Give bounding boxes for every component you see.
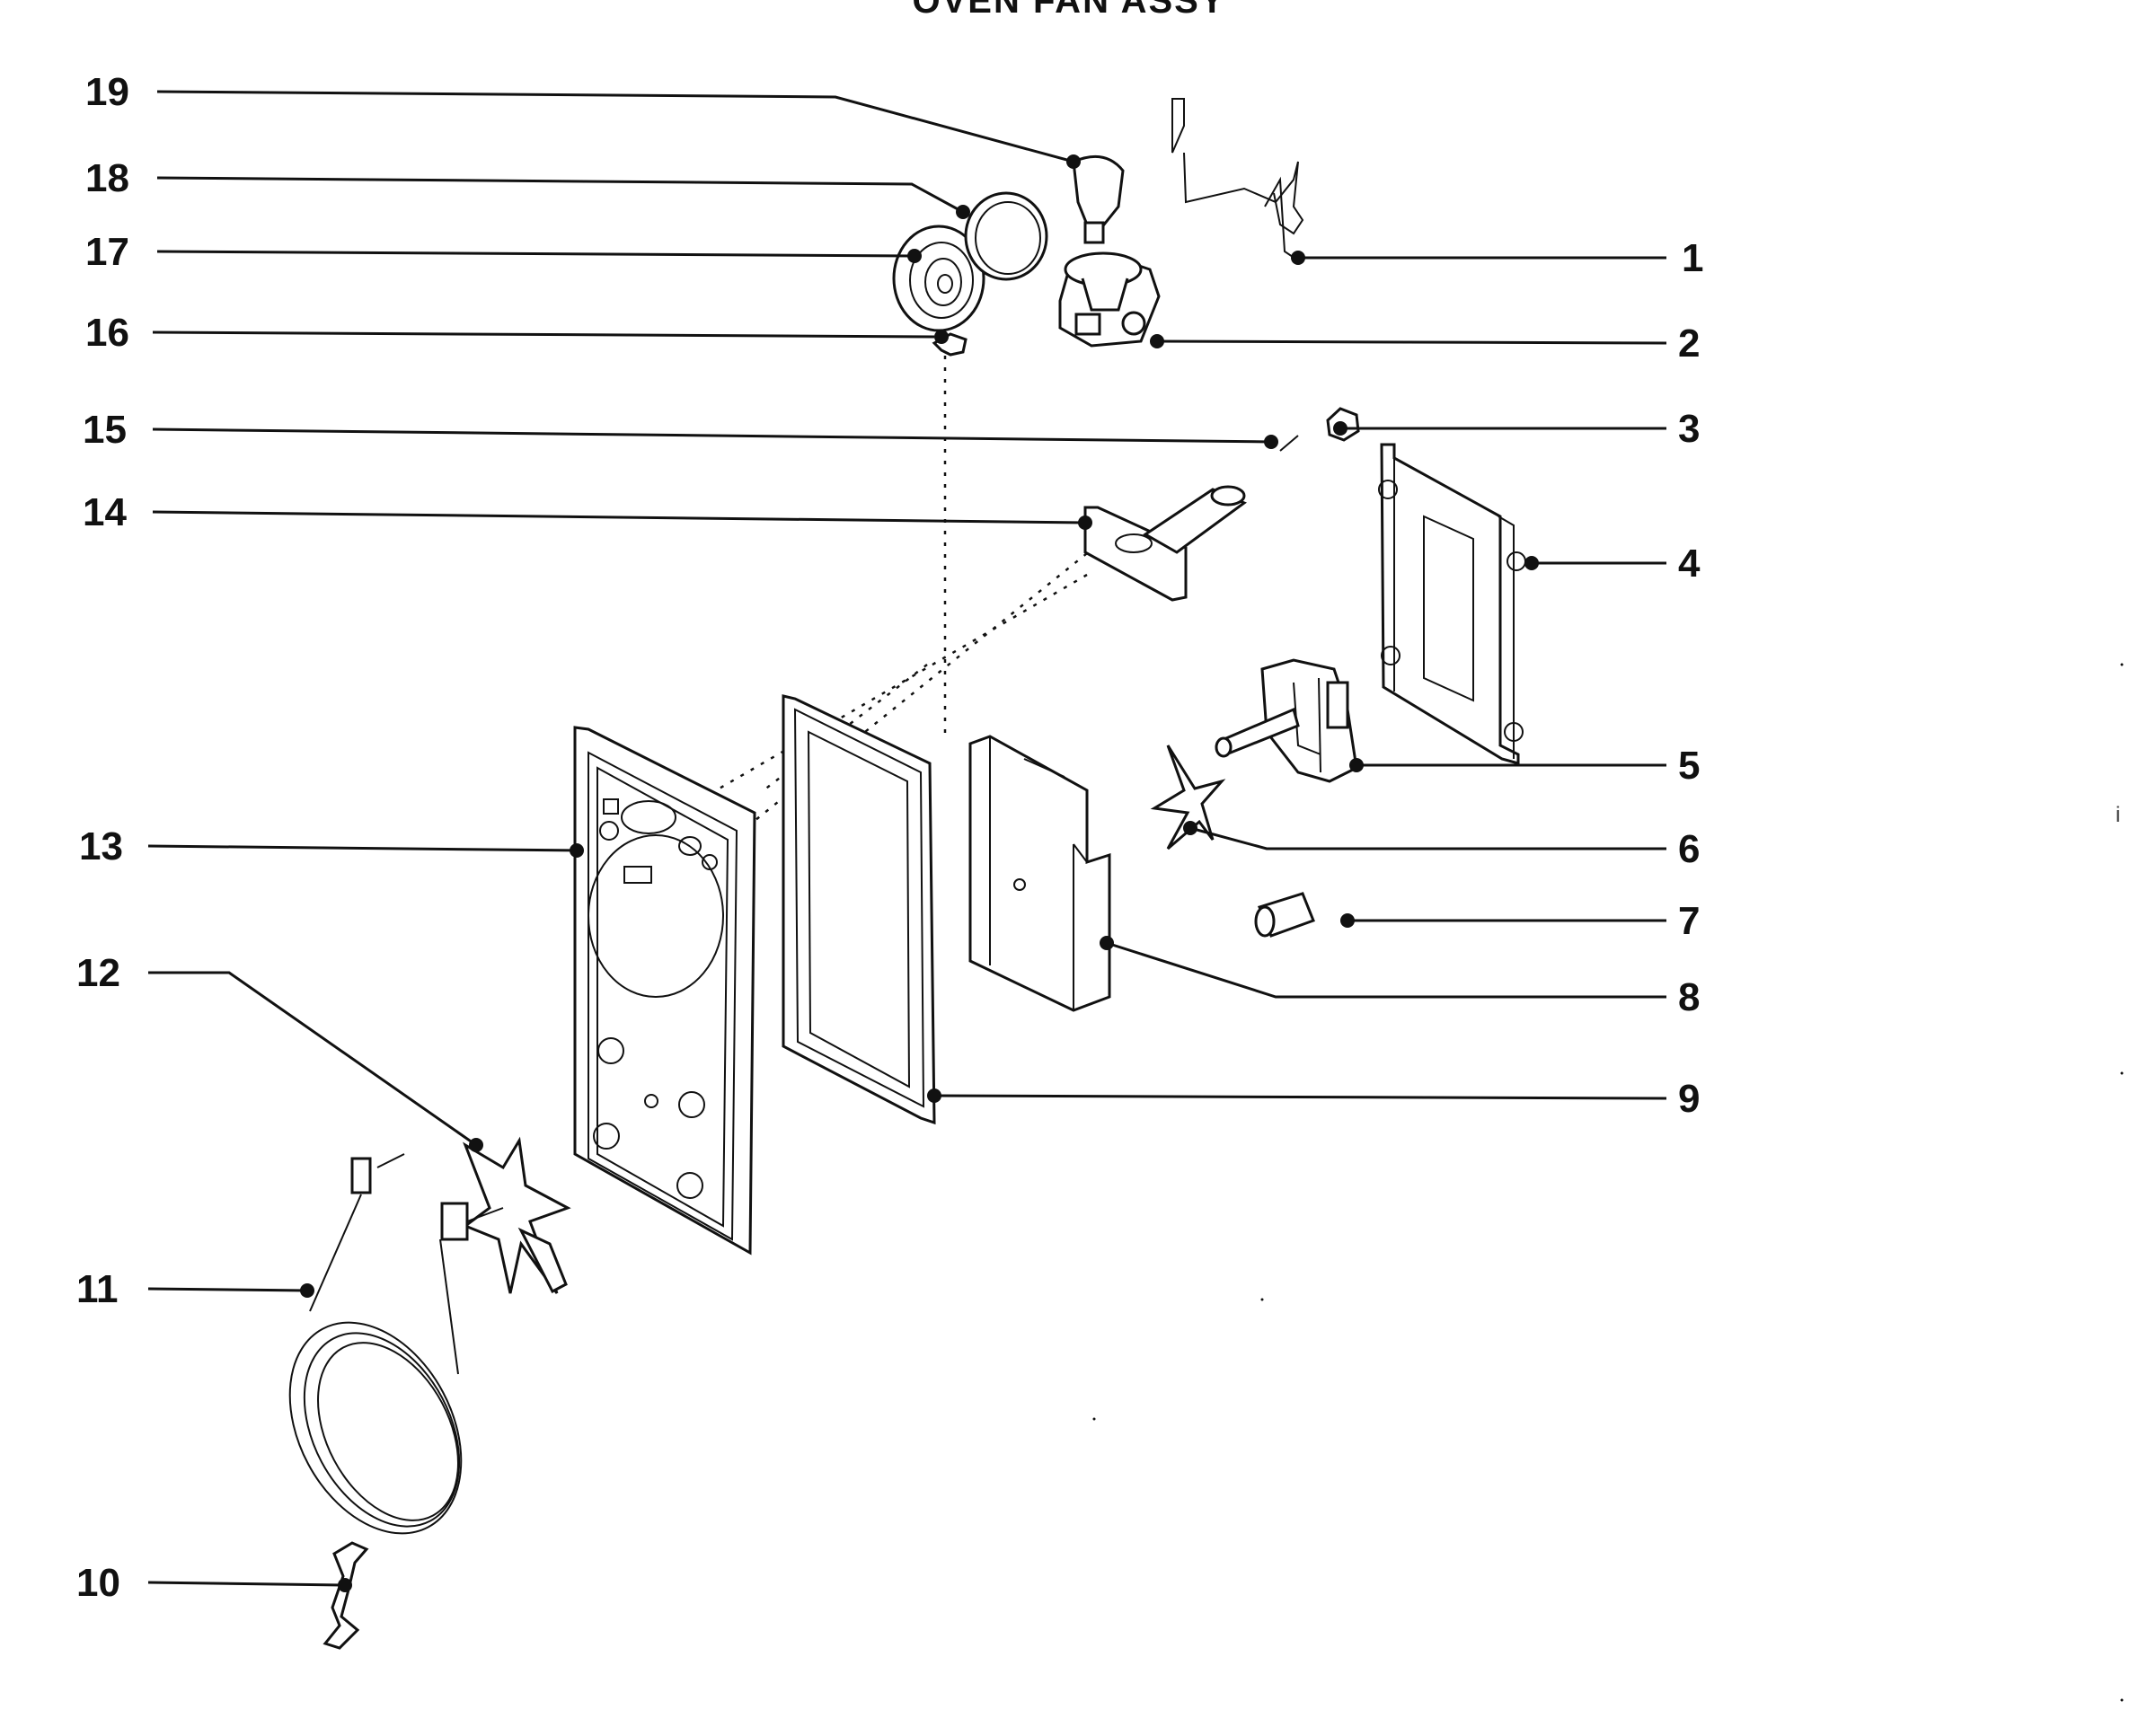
diagram-title: OVEN FAN ASSY [912, 0, 1225, 21]
part-14-bracket-tube [1083, 485, 1248, 602]
callout-labels: 19 18 17 16 15 14 13 12 11 10 1 2 3 4 5 … [76, 70, 1703, 1605]
callout-1: 1 [1682, 236, 1703, 280]
part-13-back-panel [573, 726, 756, 1256]
alignment-lines [700, 332, 1106, 836]
part-19-bulb [1072, 154, 1125, 244]
part-15-pin [1279, 435, 1299, 452]
part-11-heating-element [288, 1153, 463, 1535]
callout-14: 14 [83, 490, 127, 534]
part-4-mounting-plate [1378, 443, 1526, 765]
stray-mark: i [2116, 803, 2120, 827]
part-12-fan-blade [440, 1136, 571, 1294]
callout-5: 5 [1678, 744, 1700, 788]
callout-18: 18 [85, 156, 129, 200]
callout-12: 12 [76, 951, 120, 995]
callout-17: 17 [85, 230, 129, 274]
callout-11: 11 [76, 1267, 119, 1311]
part-1-hinge-bracket [1171, 98, 1304, 261]
callout-7: 7 [1678, 899, 1700, 943]
part-8-cover-box [968, 735, 1111, 1012]
callout-9: 9 [1678, 1077, 1700, 1121]
callout-3: 3 [1678, 407, 1700, 451]
callout-15: 15 [83, 408, 127, 452]
scan-marks: i [1092, 663, 2124, 1702]
callout-6: 6 [1678, 827, 1700, 871]
part-5-fan-motor [1215, 658, 1358, 783]
leader-dots [300, 154, 1539, 1592]
leader-lines [147, 90, 1667, 1587]
part-6-small-fan-blade [1150, 745, 1226, 850]
callout-19: 19 [85, 70, 129, 114]
part-2-lamp-socket [1058, 251, 1161, 348]
callout-8: 8 [1678, 975, 1700, 1019]
part-10-clip [323, 1541, 369, 1650]
callout-13: 13 [79, 824, 123, 868]
callout-16: 16 [85, 311, 129, 355]
callout-10: 10 [76, 1561, 120, 1605]
part-7-capacitor [1254, 892, 1315, 938]
part-9-gasket-frame [782, 694, 936, 1125]
callout-2: 2 [1678, 322, 1700, 366]
callout-4: 4 [1678, 542, 1701, 586]
part-18-lens-ring [964, 191, 1048, 281]
